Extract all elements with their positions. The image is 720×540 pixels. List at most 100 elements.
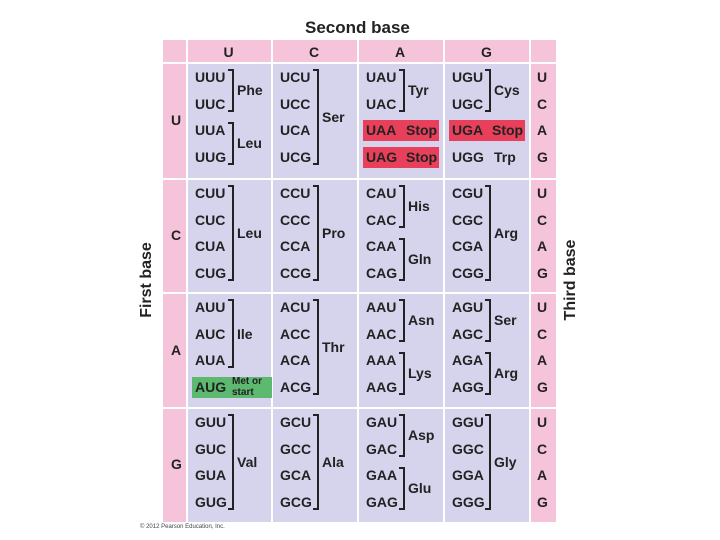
first-base-column-band [163, 40, 187, 522]
codon: GGC [452, 440, 484, 457]
codon: GGG [452, 493, 485, 510]
codon-group-bracket [399, 238, 405, 281]
first-base-label: First base [138, 242, 155, 318]
amino-acid-label: Ala [322, 453, 344, 470]
codon: GAG [366, 493, 398, 510]
codon-group-bracket [485, 352, 491, 395]
codon: GAA [366, 467, 398, 483]
first-base-letter: G [171, 456, 182, 472]
codon: GUA [195, 467, 227, 483]
third-base-letter: C [537, 440, 548, 457]
codon: GCU [280, 414, 312, 430]
codon-group-bracket [228, 122, 234, 165]
codon: UUU [195, 69, 226, 85]
codon: ACU [280, 299, 311, 315]
amino-acid-label: Thr [322, 338, 345, 355]
codon: GUC [195, 440, 227, 457]
codon: CAU [366, 185, 397, 201]
codon: AAG [366, 378, 398, 395]
first-base-letter: U [171, 112, 182, 128]
codon-group-bracket [313, 69, 319, 165]
codon: UGC [452, 95, 484, 112]
codon: GUG [195, 493, 227, 510]
first-base-letter: A [171, 341, 182, 358]
codon-group-bracket [485, 69, 491, 112]
third-base-letter: U [537, 299, 548, 315]
codon-group-bracket [313, 185, 319, 281]
stop-codon-highlight [363, 120, 439, 141]
codon-group-bracket [228, 69, 234, 112]
codon: CCU [280, 185, 311, 201]
stop-codon-highlight [363, 146, 439, 168]
stop-label: Stop [406, 148, 438, 165]
codon: GCC [280, 440, 312, 457]
second-base-title: Second base [305, 18, 410, 37]
codon: UAU [366, 69, 397, 85]
amino-acid-label: Leu [237, 135, 262, 152]
row-divider [163, 178, 556, 180]
codon-group-bracket [228, 185, 234, 281]
column-divider [271, 40, 273, 522]
stop-label: Stop [492, 122, 524, 138]
codon: CGG [452, 264, 484, 281]
codon: CUA [195, 238, 226, 254]
codon: CGC [452, 211, 484, 228]
amino-acid-label: Lys [408, 365, 432, 382]
stop-label: Stop [406, 122, 438, 138]
column-divider [186, 40, 188, 522]
codon: ACG [280, 378, 312, 395]
codon-group-bracket [399, 69, 405, 112]
amino-acid-label: Trp [494, 148, 516, 165]
codon: UUC [195, 95, 226, 112]
codon: AAA [366, 352, 397, 368]
amino-acid-label: Arg [494, 224, 519, 241]
codon: ACA [280, 352, 311, 368]
amino-acid-label: His [408, 198, 430, 215]
codon: AUC [195, 325, 226, 342]
codon-group-bracket [313, 414, 319, 510]
codon: CGA [452, 238, 484, 254]
codon: CUU [195, 185, 226, 201]
codon: CCC [280, 211, 311, 228]
codon-group-bracket [399, 299, 405, 342]
third-base-letter: C [537, 325, 548, 342]
column-divider [529, 40, 531, 522]
third-base-letter: G [537, 493, 548, 510]
amino-acid-label: Pro [322, 224, 346, 241]
third-base-letter: G [537, 264, 548, 281]
start-label: Met or start [232, 375, 262, 398]
third-base-letter: G [537, 148, 548, 165]
codon-group-bracket [485, 299, 491, 342]
third-base-letter: A [537, 122, 548, 138]
header-row-band [163, 40, 556, 63]
amino-acid-label: Ser [494, 312, 517, 329]
second-base-header: U [223, 44, 234, 60]
codon: AUU [195, 299, 226, 315]
row-divider [163, 292, 556, 294]
codon: CUG [195, 264, 227, 281]
start-codon-highlight [192, 376, 272, 398]
second-base-header: A [395, 44, 406, 60]
third-base-letter: A [537, 352, 548, 368]
codon: CAC [366, 211, 397, 228]
codon: UCA [280, 122, 311, 138]
codon: AUA [195, 352, 226, 368]
codon: GUU [195, 414, 227, 430]
codon: AUG [195, 378, 227, 395]
codon-group-bracket [399, 352, 405, 395]
codon-group-bracket [485, 414, 491, 510]
amino-acid-label: Gly [494, 453, 517, 470]
amino-acid-label: Cys [494, 82, 520, 99]
third-base-label: Third base [562, 239, 579, 321]
amino-acid-label: Ile [237, 325, 253, 342]
amino-acid-label: Leu [237, 224, 262, 241]
second-base-header: C [309, 44, 320, 60]
row-divider [163, 62, 556, 64]
codon: GCG [280, 493, 312, 510]
codon: CCA [280, 238, 311, 254]
codon: GCA [280, 467, 312, 483]
codon: UGA [452, 122, 484, 138]
codon: CUC [195, 211, 226, 228]
amino-acid-label: Arg [494, 365, 519, 382]
